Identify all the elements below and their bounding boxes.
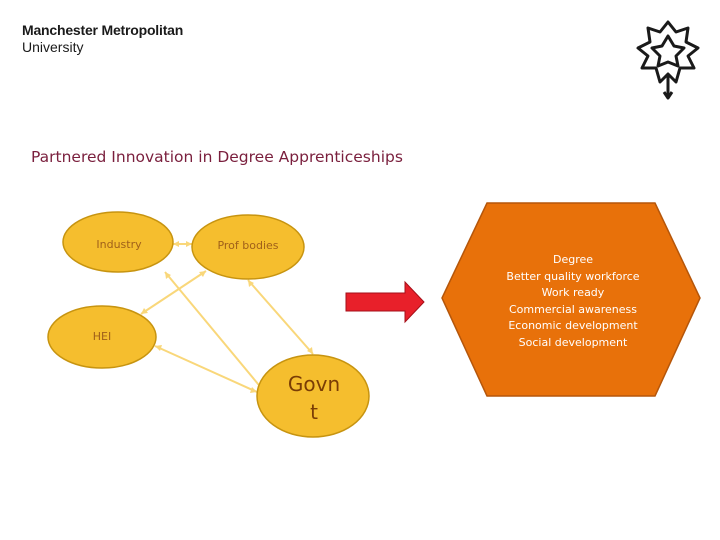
outcome-item: Economic development xyxy=(508,319,638,332)
label-hei: HEI xyxy=(92,330,112,343)
red-arrow xyxy=(345,280,425,324)
university-wordmark: Manchester Metropolitan University xyxy=(22,22,183,55)
outcome-item: Degree xyxy=(552,253,594,266)
label-industry: Industry xyxy=(96,238,142,251)
connector-prof-govt xyxy=(247,279,314,355)
label-govt: Govn t xyxy=(287,372,341,424)
connector-industry-govt xyxy=(164,271,264,391)
label-prof-bodies: Prof bodies xyxy=(217,239,279,252)
node-hei xyxy=(47,305,157,369)
connector-hei-govt xyxy=(154,345,258,393)
outcome-item: Work ready xyxy=(541,286,605,299)
university-name-line2: University xyxy=(22,39,84,55)
outcome-item: Social development xyxy=(518,335,628,349)
outcome-item: Commercial awareness xyxy=(508,302,637,316)
slide-title: Partnered Innovation in Degree Apprentic… xyxy=(31,148,403,166)
mmu-crest-icon xyxy=(636,20,700,100)
outcome-list: Degree Better quality workforce Work rea… xyxy=(488,252,658,351)
node-industry xyxy=(62,211,174,273)
node-govt xyxy=(256,354,370,438)
node-prof-bodies xyxy=(191,214,305,280)
university-name-line1: Manchester Metropolitan xyxy=(22,22,184,38)
connector-prof-hei xyxy=(140,270,207,315)
hexagon-outcome xyxy=(441,202,701,397)
outcome-item: Better quality workforce xyxy=(506,269,640,283)
